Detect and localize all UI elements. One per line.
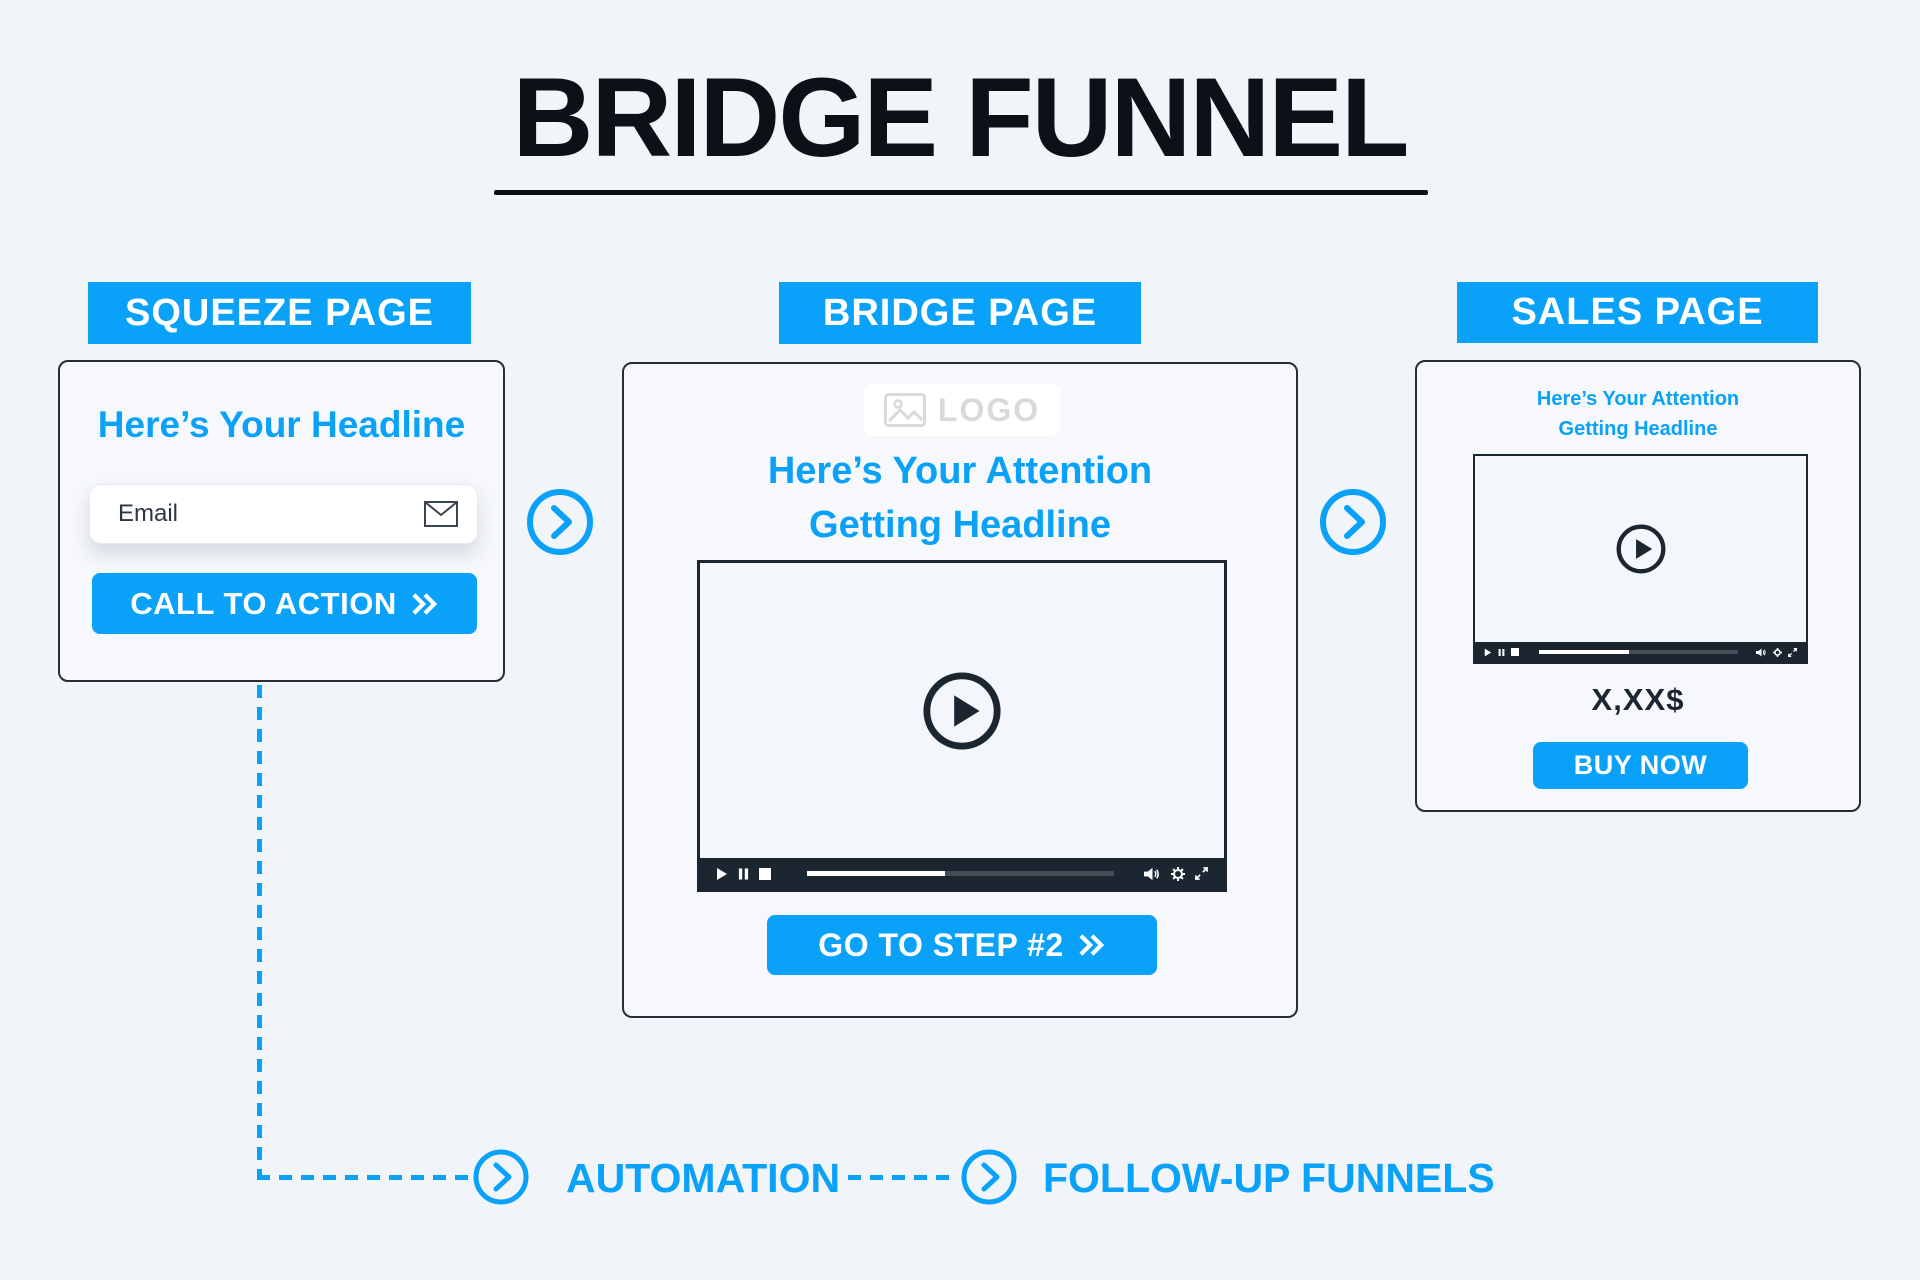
call-to-action-label: CALL TO ACTION [130, 585, 397, 621]
sales-video-player [1473, 454, 1808, 664]
chevron-right-circle-icon [473, 1149, 529, 1205]
automation-label: AUTOMATION [566, 1155, 841, 1201]
bridge-video-controls [700, 858, 1224, 889]
double-chevron-right-icon [1079, 934, 1104, 956]
email-input[interactable] [89, 484, 478, 544]
bridge-page-card: LOGO Here’s Your Attention Getting Headl… [622, 362, 1298, 1018]
squeeze-to-automation-connector-vertical [257, 685, 262, 1177]
video-progress-bar[interactable] [1539, 650, 1738, 654]
fullscreen-icon[interactable] [1195, 867, 1208, 880]
sales-headline: Here’s Your Attention Getting Headline [1417, 384, 1859, 444]
envelope-icon [424, 501, 458, 527]
chevron-right-circle-icon [961, 1149, 1017, 1205]
speaker-icon[interactable] [1144, 867, 1161, 881]
sales-headline-line2: Getting Headline [1558, 418, 1718, 440]
squeeze-to-automation-connector-horizontal [257, 1175, 473, 1180]
sales-page-card: Here’s Your Attention Getting Headline [1415, 360, 1861, 812]
play-circle-icon[interactable] [1615, 523, 1667, 575]
pause-icon[interactable] [1498, 648, 1505, 657]
logo-label: LOGO [937, 391, 1041, 428]
logo-placeholder: LOGO [864, 384, 1060, 436]
stop-icon[interactable] [1511, 648, 1519, 656]
price-label: X,XX$ [1591, 682, 1685, 717]
bridge-headline-line2: Getting Headline [809, 504, 1111, 546]
video-progress-bar[interactable] [807, 871, 1114, 876]
email-field [89, 484, 478, 544]
sales-video-screen[interactable] [1475, 456, 1806, 642]
chevron-right-circle-icon [527, 489, 593, 555]
sales-video-controls [1475, 642, 1806, 662]
sales-headline-line1: Here’s Your Attention [1536, 388, 1740, 410]
double-chevron-right-icon [412, 592, 437, 615]
speaker-icon[interactable] [1756, 648, 1767, 657]
squeeze-page-badge: SQUEEZE PAGE [88, 282, 471, 344]
stop-icon[interactable] [759, 867, 771, 880]
bridge-video-player [697, 560, 1227, 892]
pause-icon[interactable] [738, 867, 749, 881]
gear-icon[interactable] [1171, 866, 1185, 881]
chevron-right-circle-icon [1320, 489, 1386, 555]
automation-to-followup-connector [848, 1175, 958, 1180]
bridge-page-badge: BRIDGE PAGE [779, 282, 1141, 344]
bridge-headline: Here’s Your Attention Getting Headline [624, 444, 1296, 552]
play-circle-icon[interactable] [921, 670, 1003, 752]
buy-now-button[interactable]: BUY NOW [1533, 742, 1748, 789]
go-to-step-2-label: GO TO STEP #2 [818, 926, 1064, 963]
squeeze-page-card: Here’s Your Headline CALL TO ACTION [58, 360, 505, 682]
call-to-action-button[interactable]: CALL TO ACTION [92, 573, 477, 634]
fullscreen-icon[interactable] [1788, 647, 1797, 657]
followup-funnels-label: FOLLOW-UP FUNNELS [1043, 1155, 1495, 1201]
image-placeholder-icon [883, 393, 926, 427]
title-underline [494, 190, 1428, 195]
go-to-step-2-button[interactable]: GO TO STEP #2 [767, 915, 1157, 975]
sales-page-badge: SALES PAGE [1457, 282, 1818, 343]
squeeze-headline: Here’s Your Headline [97, 404, 466, 445]
play-icon[interactable] [1484, 648, 1492, 657]
buy-now-label: BUY NOW [1573, 750, 1708, 780]
page-title: BRIDGE FUNNEL [512, 55, 1410, 180]
bridge-headline-line1: Here’s Your Attention [767, 450, 1153, 492]
bridge-video-screen[interactable] [700, 563, 1224, 858]
gear-icon[interactable] [1773, 647, 1782, 657]
play-icon[interactable] [716, 867, 728, 881]
